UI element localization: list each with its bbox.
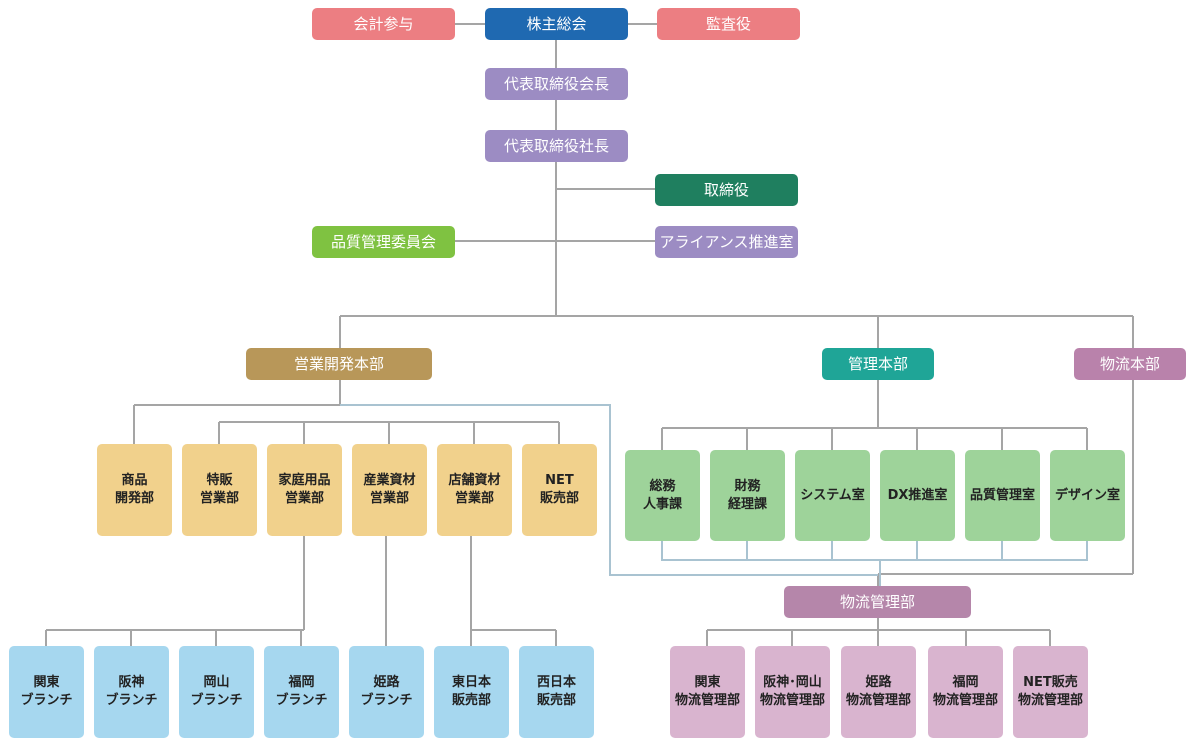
sales-dept-box: 特販営業部: [182, 444, 257, 536]
logistics-unit-line2: 物流管理部: [759, 693, 825, 708]
logistics-unit-line2: 物流管理部: [845, 693, 911, 708]
logistics-unit-line2: 物流管理部: [932, 693, 998, 708]
branch-line2: 販売部: [451, 693, 491, 708]
branch-line1: 関東: [33, 675, 60, 691]
branch-line2: ブランチ: [360, 693, 413, 708]
branch-box: 西日本販売部: [519, 646, 594, 738]
president-box: 代表取締役社長: [485, 130, 628, 162]
sales-dept-line1: 産業資材: [363, 473, 416, 489]
admin-dept-line1: 財務: [734, 478, 761, 494]
accounting-advisor-label: 会計参与: [353, 14, 414, 33]
sales-dept-line1: 商品: [121, 473, 148, 489]
quality-committee-label: 品質管理委員会: [330, 232, 436, 251]
auditor-label: 監査役: [705, 14, 751, 33]
alliance-office-box: アライアンス推進室: [655, 226, 798, 258]
logistics-unit-line2: 物流管理部: [1017, 693, 1083, 708]
admin-dept-box: 品質管理室: [965, 450, 1040, 541]
branch-line1: 岡山: [203, 675, 230, 691]
board-label: 取締役: [703, 180, 749, 199]
admin-dept-line1: DX推進室: [887, 487, 948, 503]
admin-dept-box: デザイン室: [1050, 450, 1125, 541]
sales-dept-line1: 特販: [206, 473, 233, 489]
branch-box: 姫路ブランチ: [349, 646, 424, 738]
branch-line1: 東日本: [451, 675, 491, 691]
admin-dept-box: 財務経理課: [710, 450, 785, 541]
logistics-unit-line1: NET販売: [1023, 675, 1078, 691]
sales-dept-line2: 開発部: [114, 491, 154, 506]
shareholders-meeting-box: 株主総会: [485, 8, 628, 40]
admin-division-box: 管理本部: [822, 348, 934, 380]
sales-division-label: 営業開発本部: [293, 354, 384, 373]
org-lines: [45, 23, 1134, 646]
sales-dept-box: 店舗資材営業部: [437, 444, 512, 536]
admin-dept-line1: デザイン室: [1054, 487, 1120, 503]
sales-dept-box: 産業資材営業部: [352, 444, 427, 536]
admin-dept-line2: 経理課: [727, 496, 767, 512]
sales-dept-line1: 店舗資材: [448, 473, 501, 489]
branch-box: 福岡ブランチ: [264, 646, 339, 738]
sales-dept-line1: NET: [545, 473, 574, 489]
logistics-unit-box: 福岡物流管理部: [928, 646, 1003, 738]
branch-line2: ブランチ: [105, 693, 158, 708]
auditor-box: 監査役: [657, 8, 800, 40]
branch-box: 東日本販売部: [434, 646, 509, 738]
alliance-office-label: アライアンス推進室: [659, 232, 794, 251]
logistics-mgmt-label: 物流管理部: [839, 592, 915, 611]
sales-dept-box: 家庭用品営業部: [267, 444, 342, 536]
logistics-unit-box: 阪神･岡山物流管理部: [755, 646, 830, 738]
branch-line2: 販売部: [536, 693, 576, 708]
branch-line2: ブランチ: [275, 693, 328, 708]
chairman-label: 代表取締役会長: [503, 74, 609, 93]
branch-box: 岡山ブランチ: [179, 646, 254, 738]
sales-dept-line2: 営業部: [369, 491, 409, 506]
sales-dept-line2: 営業部: [454, 491, 494, 506]
admin-dept-box: システム室: [795, 450, 870, 541]
branch-box: 関東ブランチ: [9, 646, 84, 738]
branch-line1: 姫路: [373, 675, 400, 691]
logistics-division-box: 物流本部: [1074, 348, 1186, 380]
branch-line1: 阪神: [118, 675, 145, 691]
branch-line1: 福岡: [288, 675, 315, 691]
sales-dept-box: NET 販売部: [522, 444, 597, 536]
logistics-unit-line1: 阪神･岡山: [763, 675, 822, 691]
branch-line1: 西日本: [536, 675, 576, 691]
sales-division-box: 営業開発本部: [246, 348, 432, 380]
admin-dept-box: 総務人事課: [625, 450, 700, 541]
logistics-unit-line1: 福岡: [952, 675, 979, 691]
sales-dept-line2: 営業部: [284, 491, 324, 506]
president-label: 代表取締役社長: [503, 136, 609, 155]
quality-committee-box: 品質管理委員会: [312, 226, 455, 258]
logistics-unit-line1: 関東: [694, 675, 721, 691]
sales-dept-line2: 販売部: [539, 491, 579, 506]
logistics-division-label: 物流本部: [1099, 354, 1160, 373]
accounting-advisor-box: 会計参与: [312, 8, 455, 40]
logistics-unit-line1: 姫路: [865, 675, 892, 691]
board-box: 取締役: [655, 174, 798, 206]
admin-dept-line1: 総務: [649, 478, 676, 494]
admin-dept-line2: 人事課: [642, 496, 682, 512]
logistics-unit-line2: 物流管理部: [674, 693, 740, 708]
logistics-unit-box: NET販売物流管理部: [1013, 646, 1088, 738]
admin-dept-box: DX推進室: [880, 450, 955, 541]
coordination-lines: [340, 404, 1088, 586]
branch-line2: ブランチ: [190, 693, 243, 708]
sales-dept-line1: 家庭用品: [278, 473, 331, 489]
sales-dept-line2: 営業部: [199, 491, 239, 506]
admin-dept-line1: システム室: [800, 487, 865, 503]
logistics-unit-box: 姫路物流管理部: [841, 646, 916, 738]
logistics-mgmt-box: 物流管理部: [784, 586, 971, 618]
sales-dept-box: 商品開発部: [97, 444, 172, 536]
logistics-unit-box: 関東物流管理部: [670, 646, 745, 738]
admin-dept-line1: 品質管理室: [969, 487, 1035, 503]
chairman-box: 代表取締役会長: [485, 68, 628, 100]
shareholders-meeting-label: 株主総会: [526, 14, 587, 33]
admin-division-label: 管理本部: [847, 354, 908, 373]
branch-box: 阪神ブランチ: [94, 646, 169, 738]
branch-line2: ブランチ: [20, 693, 73, 708]
